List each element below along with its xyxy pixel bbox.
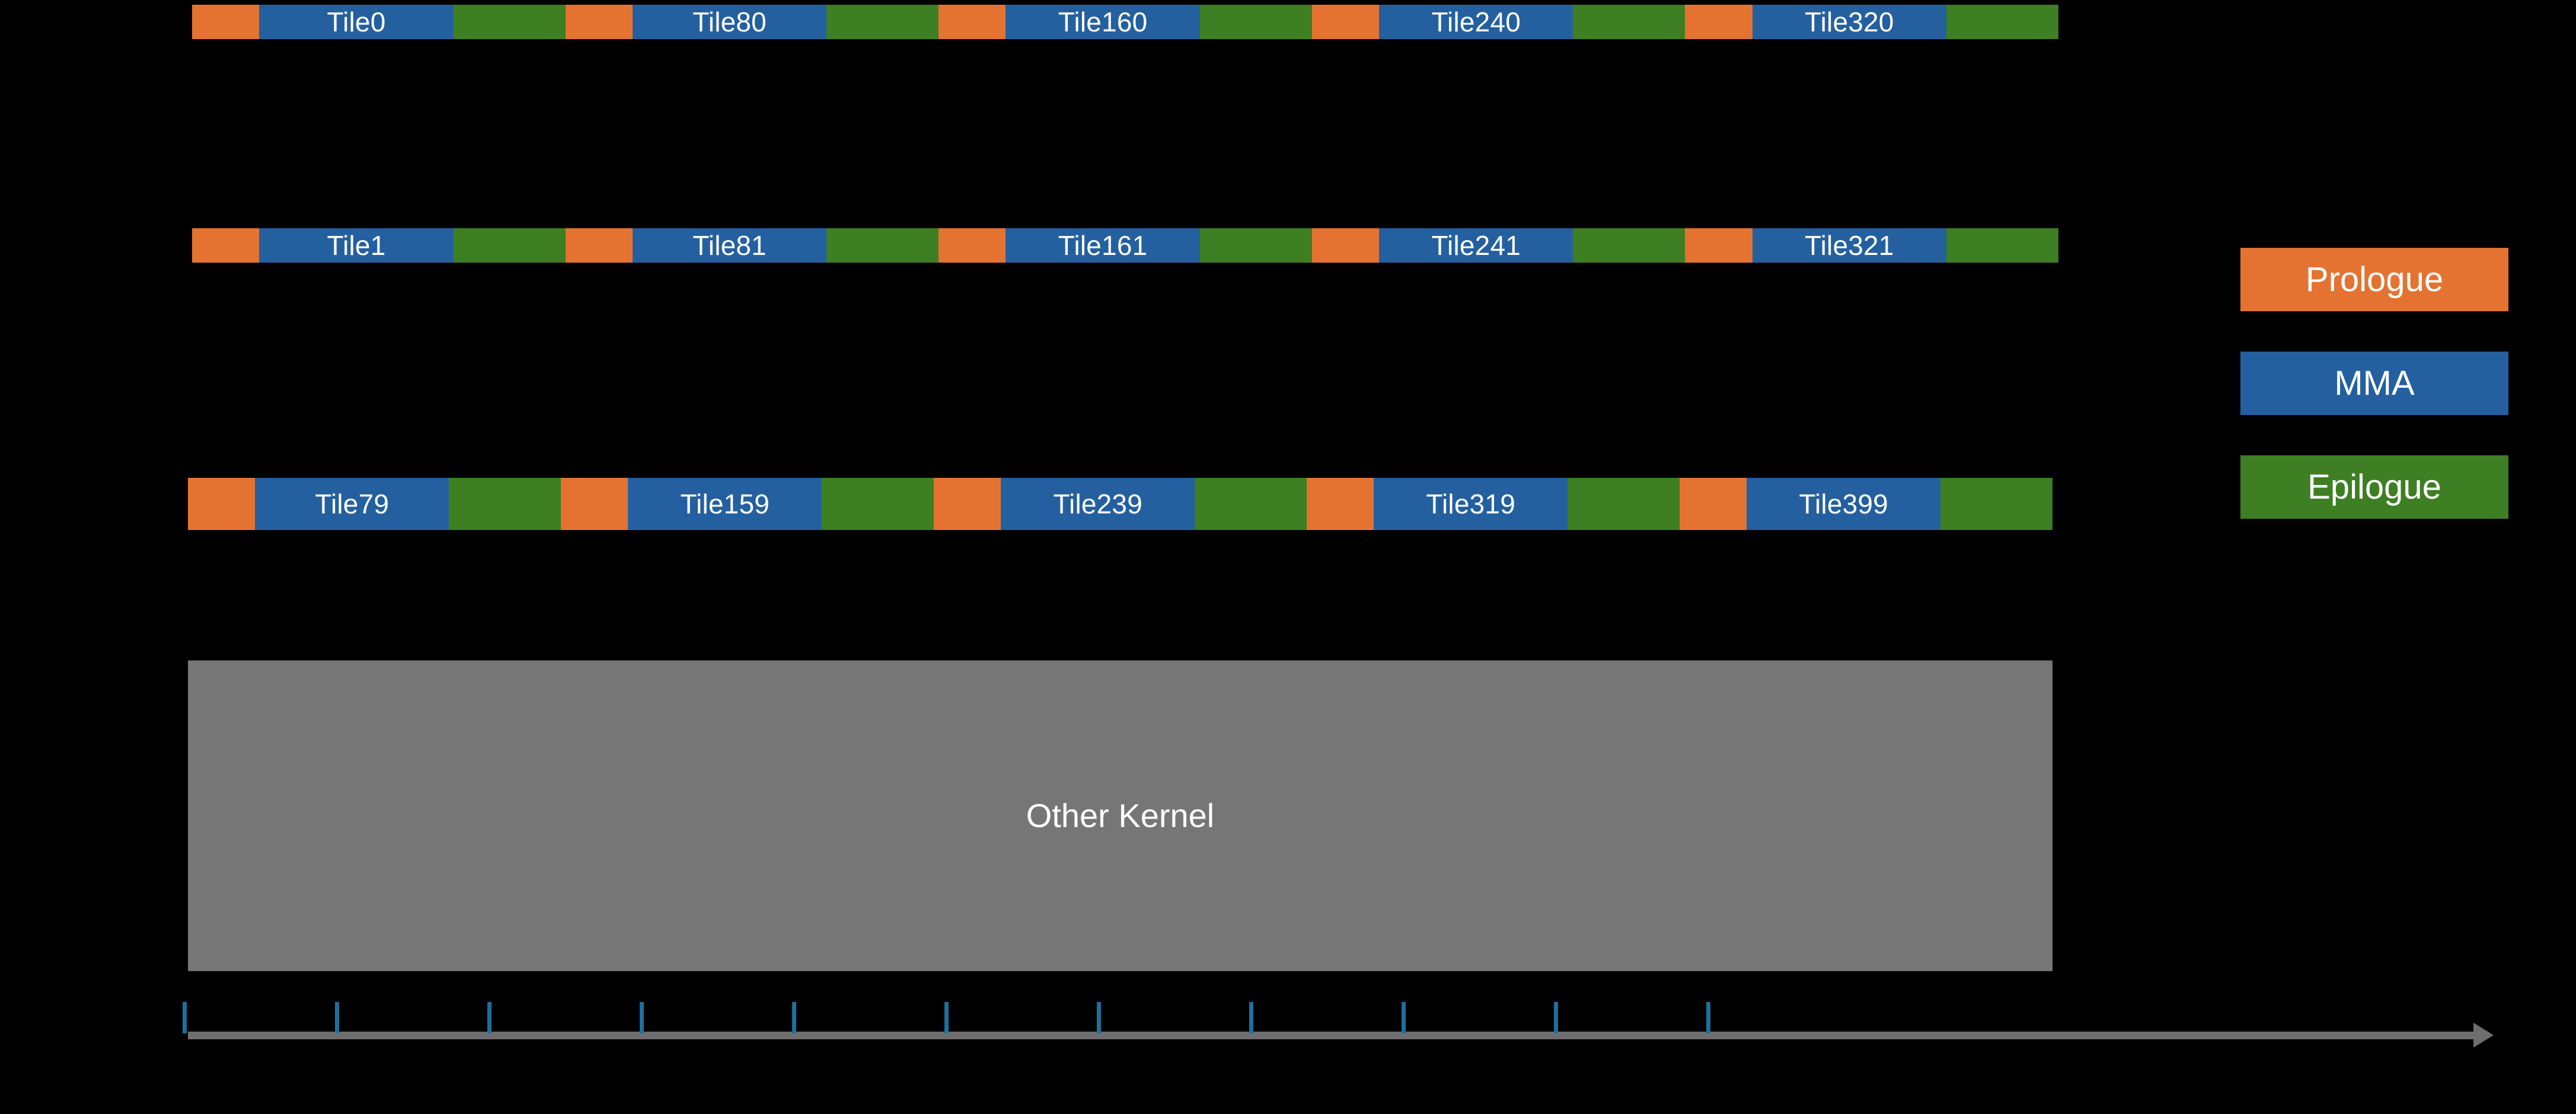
segment-prologue-Tile80 (565, 5, 633, 39)
segment-prologue-Tile1 (192, 228, 260, 263)
segment-mma-Tile1: Tile1 (259, 228, 454, 263)
tile-label-Tile320: Tile320 (1805, 7, 1894, 37)
segment-prologue-Tile161 (939, 228, 1006, 263)
axis-tick-5 (944, 1002, 949, 1033)
tile-label-Tile241: Tile241 (1431, 230, 1521, 261)
segment-epilogue-Tile161 (1199, 228, 1312, 263)
axis-arrow-icon (2473, 1023, 2494, 1048)
legend-label-epilogue: Epilogue (2307, 467, 2441, 506)
segment-mma-Tile0: Tile0 (259, 5, 454, 39)
segment-mma-Tile81: Tile81 (632, 228, 827, 263)
tile-label-Tile80: Tile80 (692, 7, 767, 37)
axis-tick-2 (487, 1002, 491, 1033)
segment-prologue-Tile81 (565, 228, 633, 263)
segment-mma-Tile159: Tile159 (628, 478, 822, 530)
segment-epilogue-Tile0 (453, 5, 566, 39)
segment-epilogue-Tile80 (826, 5, 939, 39)
segment-mma-Tile80: Tile80 (632, 5, 827, 39)
segment-epilogue-Tile319 (1568, 478, 1680, 530)
segment-prologue-Tile240 (1311, 5, 1380, 39)
segment-prologue-Tile319 (1306, 478, 1374, 530)
segment-mma-Tile240: Tile240 (1379, 5, 1573, 39)
segment-prologue-Tile0 (192, 5, 260, 39)
segment-epilogue-Tile241 (1573, 228, 1686, 263)
segment-mma-Tile241: Tile241 (1379, 228, 1573, 263)
legend-label-prologue: Prologue (2305, 260, 2444, 299)
legend-entry-mma[interactable]: MMA (2240, 352, 2508, 415)
segment-prologue-Tile159 (560, 478, 628, 530)
segment-epilogue-Tile81 (826, 228, 939, 263)
segment-epilogue-Tile159 (822, 478, 934, 530)
tile-label-Tile159: Tile159 (680, 489, 770, 519)
segment-epilogue-Tile239 (1195, 478, 1307, 530)
segment-prologue-Tile239 (933, 478, 1001, 530)
legend-entry-prologue[interactable]: Prologue (2240, 248, 2508, 311)
tile-label-Tile399: Tile399 (1799, 489, 1888, 519)
axis-tick-3 (640, 1002, 644, 1033)
segment-epilogue-Tile240 (1573, 5, 1686, 39)
axis-tick-10 (1706, 1002, 1710, 1033)
segment-mma-Tile161: Tile161 (1005, 228, 1200, 263)
segment-mma-Tile79: Tile79 (255, 478, 449, 530)
tile-label-Tile1: Tile1 (327, 230, 386, 261)
segment-mma-Tile319: Tile319 (1374, 478, 1568, 530)
tile-label-Tile321: Tile321 (1805, 230, 1894, 261)
tile-row-row-79: Tile79 Tile159 Tile239 Tile319 Tile399 (188, 478, 2052, 530)
axis-tick-8 (1402, 1002, 1406, 1033)
axis-tick-6 (1097, 1002, 1101, 1033)
segment-prologue-Tile399 (1679, 478, 1747, 530)
legend-entry-epilogue[interactable]: Epilogue (2240, 455, 2508, 519)
segment-prologue-Tile241 (1311, 228, 1380, 263)
segment-mma-Tile320: Tile320 (1752, 5, 1947, 39)
segment-mma-Tile399: Tile399 (1747, 478, 1941, 530)
segment-epilogue-Tile79 (449, 478, 561, 530)
tile-label-Tile160: Tile160 (1058, 7, 1148, 37)
axis-tick-4 (792, 1002, 796, 1033)
axis-tick-0 (183, 1002, 187, 1033)
axis-tick-7 (1249, 1002, 1253, 1033)
tile-label-Tile161: Tile161 (1058, 230, 1148, 261)
tile-row-row-0: Tile0 Tile80 Tile160 Tile240 Tile320 (192, 5, 2058, 39)
tile-label-Tile319: Tile319 (1426, 489, 1515, 519)
segment-mma-Tile239: Tile239 (1001, 478, 1195, 530)
segment-epilogue-Tile321 (1946, 228, 2058, 263)
segment-epilogue-Tile160 (1199, 5, 1312, 39)
segment-prologue-Tile321 (1685, 228, 1753, 263)
other-kernel-block: Other Kernel (188, 660, 2052, 971)
segment-prologue-Tile79 (188, 478, 256, 530)
tile-label-Tile79: Tile79 (315, 489, 390, 519)
axis-line (188, 1032, 2473, 1039)
segment-mma-Tile321: Tile321 (1752, 228, 1947, 263)
segment-prologue-Tile160 (939, 5, 1006, 39)
axis-tick-1 (335, 1002, 339, 1033)
tile-label-Tile239: Tile239 (1053, 489, 1143, 519)
segment-prologue-Tile320 (1685, 5, 1753, 39)
segment-epilogue-Tile1 (453, 228, 566, 263)
segment-epilogue-Tile399 (1940, 478, 2052, 530)
axis-tick-9 (1554, 1002, 1558, 1033)
tile-label-Tile0: Tile0 (327, 7, 386, 37)
tile-label-Tile81: Tile81 (692, 230, 767, 261)
other-kernel-label: Other Kernel (1026, 797, 1215, 834)
segment-epilogue-Tile320 (1946, 5, 2058, 39)
segment-mma-Tile160: Tile160 (1005, 5, 1200, 39)
legend-label-mma: MMA (2334, 363, 2415, 403)
tile-label-Tile240: Tile240 (1431, 7, 1521, 37)
tile-row-row-1: Tile1 Tile81 Tile161 Tile241 Tile321 (192, 228, 2058, 263)
